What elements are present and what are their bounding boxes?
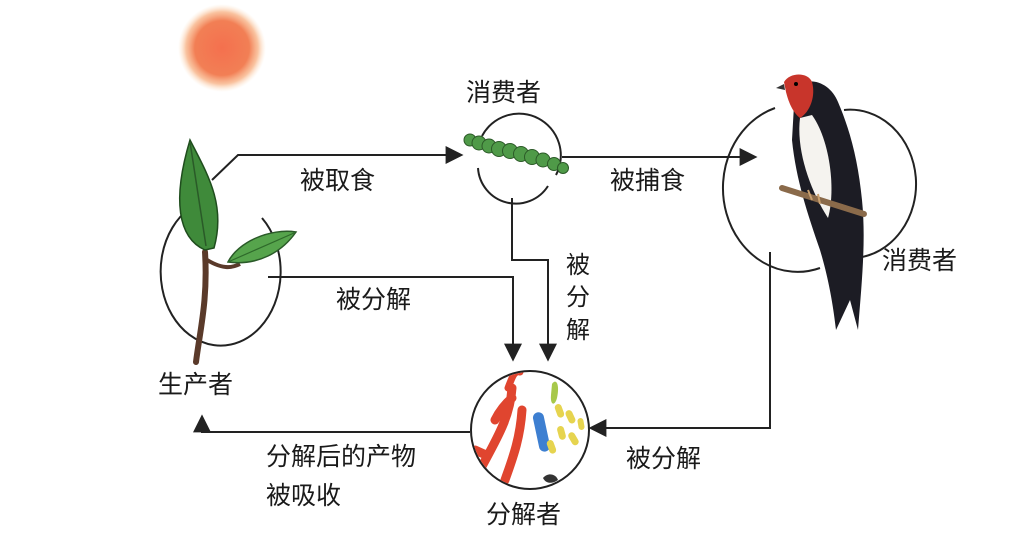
sun-icon — [178, 4, 266, 92]
decomposed-caterpillar-label: 被分解 — [566, 251, 590, 344]
decomposer-label: 分解者 — [486, 500, 562, 529]
arrow-plant-to-caterpillar — [211, 146, 464, 181]
consumer-top-label: 消费者 — [466, 78, 542, 107]
arrow-plant-to-decomposer — [268, 276, 522, 362]
producer-label: 生产者 — [158, 370, 234, 399]
arrow-decomposer-to-producer — [193, 414, 470, 433]
producer-plant-icon — [159, 138, 298, 365]
arrow-bird-to-decomposer — [588, 252, 771, 437]
decomposed-bird-label: 被分解 — [626, 444, 702, 473]
absorbed-label: 分解后的产物被吸收 — [266, 442, 417, 510]
eaten-label: 被取食 — [300, 166, 376, 195]
decomposer-microbes-icon — [470, 370, 590, 490]
decomposed-plant-label: 被分解 — [336, 285, 412, 314]
swallow-consumer-icon — [721, 74, 917, 330]
caterpillar-consumer-icon — [463, 112, 569, 205]
consumer-right-label: 消费者 — [882, 246, 958, 275]
flow-arrows — [193, 146, 771, 437]
arrow-caterpillar-to-decomposer — [511, 198, 557, 362]
preyed-label: 被捕食 — [610, 166, 686, 195]
